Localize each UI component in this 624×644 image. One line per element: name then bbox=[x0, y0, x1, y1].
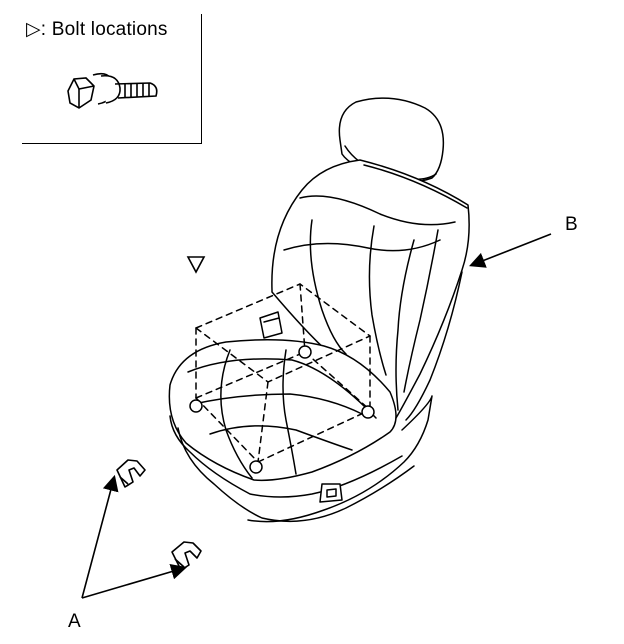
callout-arrows bbox=[81, 233, 552, 599]
bolt-location-front-right bbox=[249, 460, 263, 474]
legend-title: ▷: Bolt locations bbox=[26, 19, 168, 40]
callout-label-b: B bbox=[565, 214, 578, 235]
seat-base bbox=[247, 395, 433, 523]
front-seat bbox=[168, 97, 470, 523]
seat-frame-hidden bbox=[195, 283, 371, 463]
bolt-location-rear-right bbox=[298, 345, 312, 359]
bolt-location-front-left bbox=[189, 399, 203, 413]
buckle-stub bbox=[259, 311, 283, 339]
trim-cover-clips bbox=[116, 459, 202, 571]
seat-cushion bbox=[168, 339, 415, 523]
callout-label-a: A bbox=[68, 611, 81, 632]
bolt-location-rear-left bbox=[361, 405, 375, 419]
bolt-marker-triangle bbox=[186, 256, 206, 274]
legend-box bbox=[22, 14, 202, 144]
bolt-icon bbox=[67, 72, 158, 109]
